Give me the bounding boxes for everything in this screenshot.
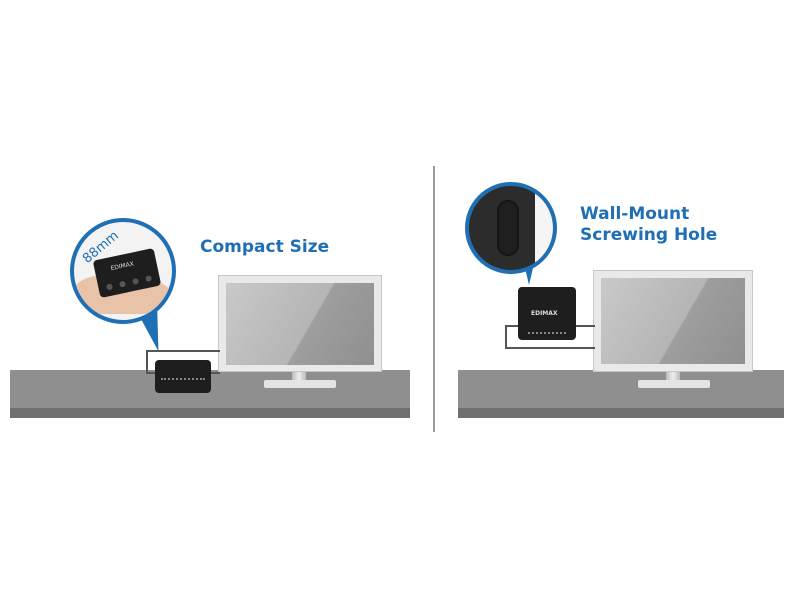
callout-circle [465,182,557,274]
monitor-screen [226,283,374,365]
screw-hole-icon [497,200,519,256]
monitor-base [638,380,710,388]
brand-logo: EDIMAX [110,260,135,273]
monitor-base [264,380,336,388]
monitor-screen [601,278,745,364]
callout-circle: EDIMAX 88mm [70,218,176,324]
switch-leds [161,378,205,382]
switch-device [155,360,211,393]
title-line-2: Screwing Hole [580,225,718,245]
switch-leds [528,332,566,334]
switch-device: EDIMAX [518,287,576,340]
compact-size-title: Compact Size [200,237,330,257]
document-sheet [535,186,553,270]
monitor [218,275,382,372]
wall-mount-title: Wall-Mount Screwing Hole [580,204,717,246]
brand-logo: EDIMAX [531,310,558,317]
panel-divider [433,166,435,432]
monitor [593,270,753,372]
title-line-1: Wall-Mount [580,204,690,224]
desk [458,370,784,418]
